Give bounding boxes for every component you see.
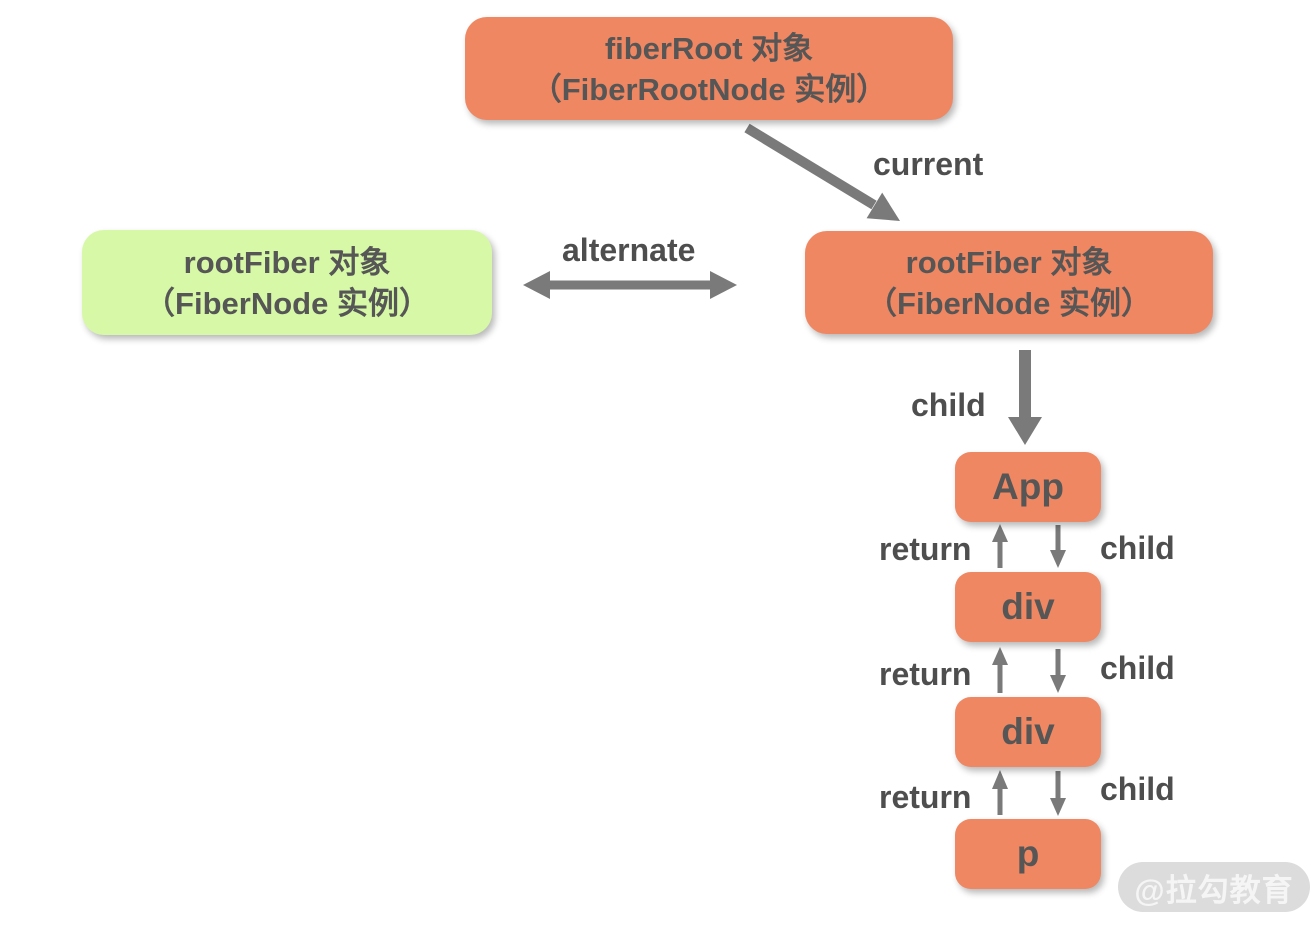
child-edge-label-2: child xyxy=(1100,650,1175,686)
tree-node-div2: div xyxy=(955,697,1101,767)
alternate-arrow xyxy=(523,271,737,299)
child-root-edge-label: child xyxy=(911,387,986,423)
return-edge-label-1: return xyxy=(879,531,972,567)
child-edge-label-3: child xyxy=(1100,771,1175,807)
root-fiber-alternate-line1: rootFiber 对象 xyxy=(183,244,391,280)
root-fiber-current-line2: （FiberNode 实例） xyxy=(866,285,1152,321)
watermark-badge: @拉勾教育 xyxy=(1118,862,1310,912)
tree-node-div1: div xyxy=(955,572,1101,642)
current-arrow xyxy=(744,123,900,221)
child-edge-label-1: child xyxy=(1100,530,1175,566)
return-edge-label-3: return xyxy=(879,779,972,815)
tree-node-app: App xyxy=(955,452,1101,522)
child-arrow-3 xyxy=(1050,771,1066,816)
root-fiber-alternate-box: rootFiber 对象 （FiberNode 实例） xyxy=(82,230,492,335)
return-arrow-1 xyxy=(992,524,1008,568)
fiber-root-line2: （FiberRootNode 实例） xyxy=(530,71,888,107)
fiber-root-node-box: fiberRoot 对象 （FiberRootNode 实例） xyxy=(465,17,953,120)
current-edge-label: current xyxy=(873,146,984,182)
root-fiber-alternate-line2: （FiberNode 实例） xyxy=(144,285,430,321)
root-fiber-current-line1: rootFiber 对象 xyxy=(905,244,1113,280)
return-arrow-3 xyxy=(992,770,1008,815)
return-arrow-2 xyxy=(992,647,1008,693)
return-edge-label-2: return xyxy=(879,656,972,692)
tree-node-p: p xyxy=(955,819,1101,889)
root-fiber-current-box: rootFiber 对象 （FiberNode 实例） xyxy=(805,231,1213,334)
fiber-root-line1: fiberRoot 对象 xyxy=(604,30,814,66)
child-arrow-2 xyxy=(1050,649,1066,693)
child-arrow-root xyxy=(1008,350,1042,445)
alternate-edge-label: alternate xyxy=(562,232,696,268)
child-arrow-1 xyxy=(1050,525,1066,568)
